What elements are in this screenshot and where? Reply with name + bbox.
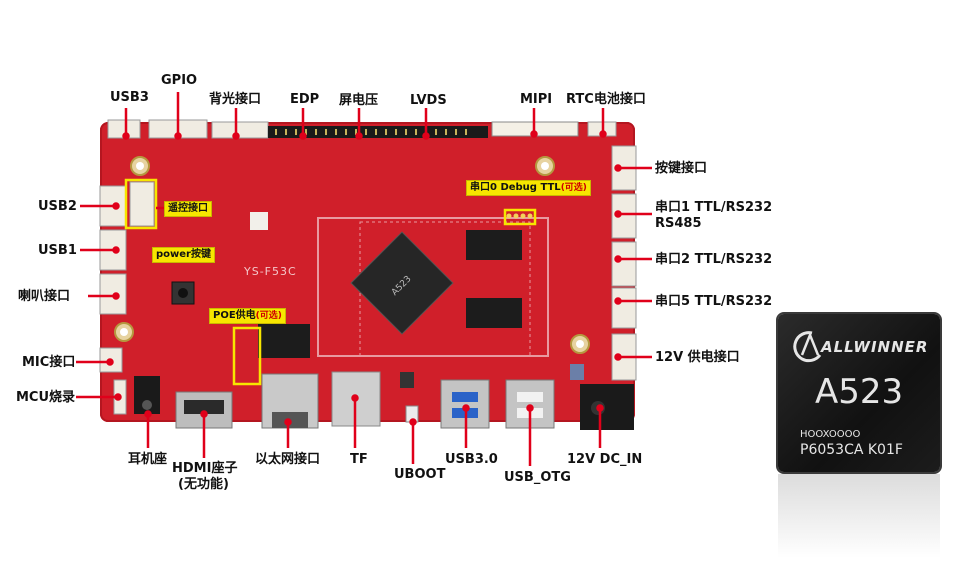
allwinner-logo <box>793 331 822 363</box>
poe-frame <box>232 326 262 386</box>
remote-frame <box>124 178 158 230</box>
chip-model: A523 <box>815 372 904 412</box>
ram-chip-2 <box>466 298 522 328</box>
label-hdmi-note: (无功能) <box>178 477 229 492</box>
remote-connector <box>129 181 155 227</box>
label-uart1: 串口1 TTL/RS232 <box>655 200 773 215</box>
debug-frame <box>503 208 537 226</box>
label-mipi: MIPI <box>520 92 553 107</box>
antenna-pad <box>250 212 268 230</box>
label-12v-interface: 12V 供电接口 <box>655 350 740 365</box>
tag-poe-optional: (可选) <box>255 311 282 321</box>
label-hdmi: HDMI座子 <box>172 461 238 476</box>
label-mcu: MCU烧录 <box>16 390 76 405</box>
label-ethernet: 以太网接口 <box>255 452 321 467</box>
label-gpio: GPIO <box>161 73 198 88</box>
chip-code-2: P6053CA K01F <box>800 442 903 458</box>
buzzer <box>400 372 414 388</box>
label-earphone: 耳机座 <box>128 452 168 467</box>
usb30-port <box>440 379 490 429</box>
ram-chip-1 <box>466 230 522 260</box>
board-model-silk: YS-F53C <box>244 265 297 278</box>
chip-code-1: HOOXOOOO <box>800 429 861 440</box>
label-edp: EDP <box>290 92 320 107</box>
tag-poe: POE供电(可选) <box>209 308 286 324</box>
label-uboot: UBOOT <box>394 467 446 482</box>
label-usb1: USB1 <box>38 243 77 258</box>
tag-debug: 串口0 Debug TTL(可选) <box>466 180 591 196</box>
label-speaker: 喇叭接口 <box>18 289 71 304</box>
tag-power-key: power按键 <box>152 247 215 263</box>
label-key-interface: 按键接口 <box>655 161 708 176</box>
label-rs485: RS485 <box>655 216 702 231</box>
label-rtc: RTC电池接口 <box>566 92 646 107</box>
tag-remote: 遥控接口 <box>164 201 212 217</box>
shield-outline <box>317 217 549 357</box>
label-usb3: USB3 <box>110 90 149 105</box>
label-lvds: LVDS <box>410 93 447 108</box>
rtc-capacitor <box>570 364 584 380</box>
label-dc-in: 12V DC_IN <box>567 452 643 467</box>
label-usb2: USB2 <box>38 199 77 214</box>
tag-poe-text: POE供电 <box>213 310 256 321</box>
label-screen-power: 屏电压 <box>339 93 379 108</box>
tag-debug-text: 串口0 Debug TTL <box>470 182 561 193</box>
label-usb30: USB3.0 <box>445 452 498 467</box>
label-usb-otg: USB_OTG <box>504 470 571 485</box>
label-backlight: 背光接口 <box>209 92 262 107</box>
dc-jack <box>580 384 634 430</box>
edp-lvds-header <box>268 126 488 138</box>
label-tf: TF <box>350 452 368 467</box>
uart5-connector <box>611 287 637 329</box>
eth-phy-chip <box>258 324 310 358</box>
chip-brand: ALLWINNER <box>821 338 929 356</box>
label-uart5: 串口5 TTL/RS232 <box>655 294 773 309</box>
backlight-connector <box>211 121 269 139</box>
soc-chip: A523 <box>350 231 454 335</box>
tag-debug-optional: (可选) <box>560 183 587 193</box>
chip-reflection <box>778 474 940 558</box>
soc-chip-photo <box>778 314 940 472</box>
label-mic: MIC接口 <box>22 355 76 370</box>
uart2-connector <box>611 241 637 287</box>
label-uart2: 串口2 TTL/RS232 <box>655 252 773 267</box>
